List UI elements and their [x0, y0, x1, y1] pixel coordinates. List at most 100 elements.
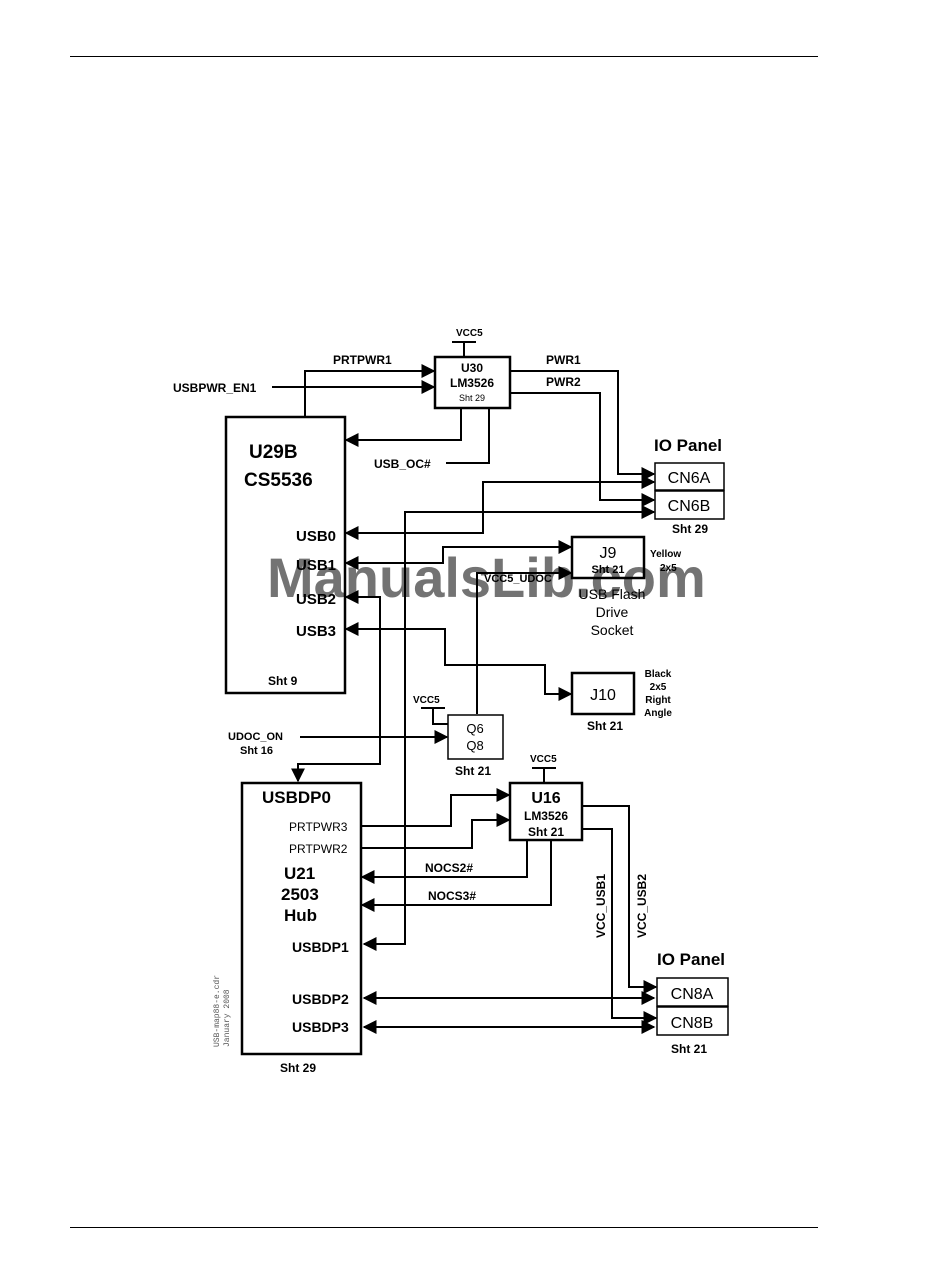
- label-usbpwr-en1: USBPWR_EN1: [173, 381, 257, 395]
- top-rule: [70, 56, 818, 57]
- label-nocs3: NOCS3#: [428, 889, 476, 903]
- u16-block: U16 LM3526 Sht 21 VCC5: [508, 754, 584, 842]
- u29b-port-usb0: USB0: [296, 528, 336, 545]
- wire-prtpwr3: [362, 788, 511, 827]
- q6q8-vcc5-label: VCC5: [413, 695, 440, 706]
- file-note: USB-map88-e.cdr January 2008: [213, 975, 232, 1047]
- cn8a-box: [656, 977, 729, 1007]
- u21-prtpwr3: PRTPWR3: [289, 820, 348, 834]
- j9-note-2x5: 2x5: [660, 563, 677, 574]
- q6q8-line2: Q8: [466, 738, 483, 753]
- cn8a-label: CN8A: [671, 986, 714, 1003]
- u29b-sheet: Sht 9: [268, 674, 298, 688]
- io-panel-bottom-sheet: Sht 21: [671, 1042, 707, 1056]
- q6q8-block: Q6 Q8 Sht 21 VCC5: [413, 695, 504, 778]
- u21-block: USBDP0 PRTPWR3 PRTPWR2 U21 2503 Hub USBD…: [240, 781, 363, 1075]
- cn6b-box: [654, 490, 725, 520]
- wire-pwr1: [511, 370, 656, 481]
- u16-sheet: Sht 21: [528, 825, 564, 839]
- wire-prtpwr1: [304, 364, 436, 417]
- u29b-part: CS5536: [244, 470, 313, 491]
- wires: [272, 341, 658, 1034]
- cn6a-label: CN6A: [668, 470, 711, 487]
- j9-note-yellow: Yellow: [650, 549, 681, 560]
- j9-sheet: Sht 21: [591, 564, 624, 576]
- wire-pwr2: [511, 392, 656, 507]
- u21-type: Hub: [284, 906, 317, 925]
- wire-q6q8-vcc5: [432, 708, 448, 725]
- u30-sheet: Sht 29: [459, 393, 485, 403]
- wire-usb2: [291, 590, 381, 783]
- label-vcc-usb2: VCC_USB2: [635, 874, 649, 938]
- j9-desc-line3: Socket: [591, 622, 634, 638]
- u29b-port-usb1: USB1: [296, 557, 336, 574]
- wire-usb1: [344, 540, 573, 570]
- wire-vcc-usb1: [582, 828, 658, 1025]
- udoc-on-sheet: Sht 16: [240, 745, 273, 757]
- io-panel-top: IO Panel CN6A CN6B Sht 29: [654, 436, 725, 536]
- wire-usb0: [344, 475, 656, 540]
- u21-upstream-port: USBDP0: [262, 788, 331, 807]
- io-panel-top-sheet: Sht 29: [672, 522, 708, 536]
- wire-usb-oc: [446, 408, 490, 464]
- u16-box: [508, 781, 584, 842]
- cn8b-label: CN8B: [671, 1015, 714, 1032]
- q6q8-line1: Q6: [466, 721, 483, 736]
- j9-box: [570, 535, 646, 580]
- j10-box: [570, 671, 636, 716]
- u21-part: 2503: [281, 885, 319, 904]
- wire-vcc-usb2: [582, 805, 658, 994]
- signal-labels-bottom: NOCS2# NOCS3# VCC_USB1 VCC_USB2: [425, 861, 649, 938]
- j10-name: J10: [590, 687, 616, 704]
- u30-block: U30 LM3526 Sht 29 VCC5: [433, 328, 512, 410]
- wire-nocs3: [360, 840, 552, 912]
- j10-note-angle: Angle: [644, 708, 672, 719]
- j10-block: J10 Sht 21 Black 2x5 Right Angle: [570, 669, 672, 733]
- label-pwr2: PWR2: [546, 375, 581, 389]
- j10-note-2x5: 2x5: [650, 682, 667, 693]
- udoc-on-label: UDOC_ON Sht 16: [228, 731, 283, 757]
- wire-nocs2: [360, 840, 528, 884]
- bottom-rule: [70, 1227, 818, 1228]
- label-vcc5-udoc: VCC5_UDOC: [484, 573, 552, 585]
- file-note-line1: USB-map88-e.cdr: [213, 975, 222, 1047]
- j9-desc-line1: USB Flash: [579, 586, 646, 602]
- u21-port-usbdp2: USBDP2: [292, 991, 349, 1007]
- u16-name: U16: [531, 790, 560, 807]
- io-panel-bottom: IO Panel CN8A CN8B Sht 21: [656, 950, 729, 1056]
- io-panel-top-title: IO Panel: [654, 436, 722, 455]
- u30-name: U30: [461, 361, 483, 375]
- u16-part: LM3526: [524, 809, 568, 823]
- wire-usb3: [344, 622, 573, 701]
- u29b-name: U29B: [249, 442, 298, 463]
- label-pwr1: PWR1: [546, 353, 581, 367]
- u30-part: LM3526: [450, 376, 494, 390]
- label-prtpwr1: PRTPWR1: [333, 353, 392, 367]
- wire-prtpwr2: [362, 813, 511, 849]
- label-usb-oc: USB_OC#: [374, 457, 431, 471]
- cn8b-box: [656, 1006, 729, 1036]
- cn6a-box: [654, 462, 725, 491]
- u21-port-usbdp1: USBDP1: [292, 939, 349, 955]
- signal-labels-top: PRTPWR1 USBPWR_EN1 PWR1 PWR2 USB_OC# VCC…: [173, 353, 581, 585]
- j10-note-black: Black: [645, 669, 672, 680]
- file-note-line2: January 2008: [223, 989, 232, 1047]
- u21-sheet: Sht 29: [280, 1061, 316, 1075]
- j9-block: J9 Sht 21 Yellow 2x5 USB Flash Drive Soc…: [570, 535, 681, 638]
- u21-port-usbdp3: USBDP3: [292, 1019, 349, 1035]
- label-vcc-usb1: VCC_USB1: [594, 874, 608, 938]
- u21-name: U21: [284, 864, 315, 883]
- u21-prtpwr2: PRTPWR2: [289, 842, 348, 856]
- j9-name: J9: [600, 545, 617, 562]
- j9-desc-line2: Drive: [596, 604, 629, 620]
- u30-box: [433, 355, 512, 410]
- j10-sheet: Sht 21: [587, 719, 623, 733]
- wire-u30-oc-to-u29b: [344, 408, 462, 447]
- wire-usbdp1: [362, 505, 656, 951]
- u29b-box: [224, 415, 347, 695]
- label-nocs2: NOCS2#: [425, 861, 473, 875]
- u16-vcc5-label: VCC5: [530, 754, 557, 765]
- u29b-port-usb2: USB2: [296, 591, 336, 608]
- q6q8-box: [447, 714, 504, 760]
